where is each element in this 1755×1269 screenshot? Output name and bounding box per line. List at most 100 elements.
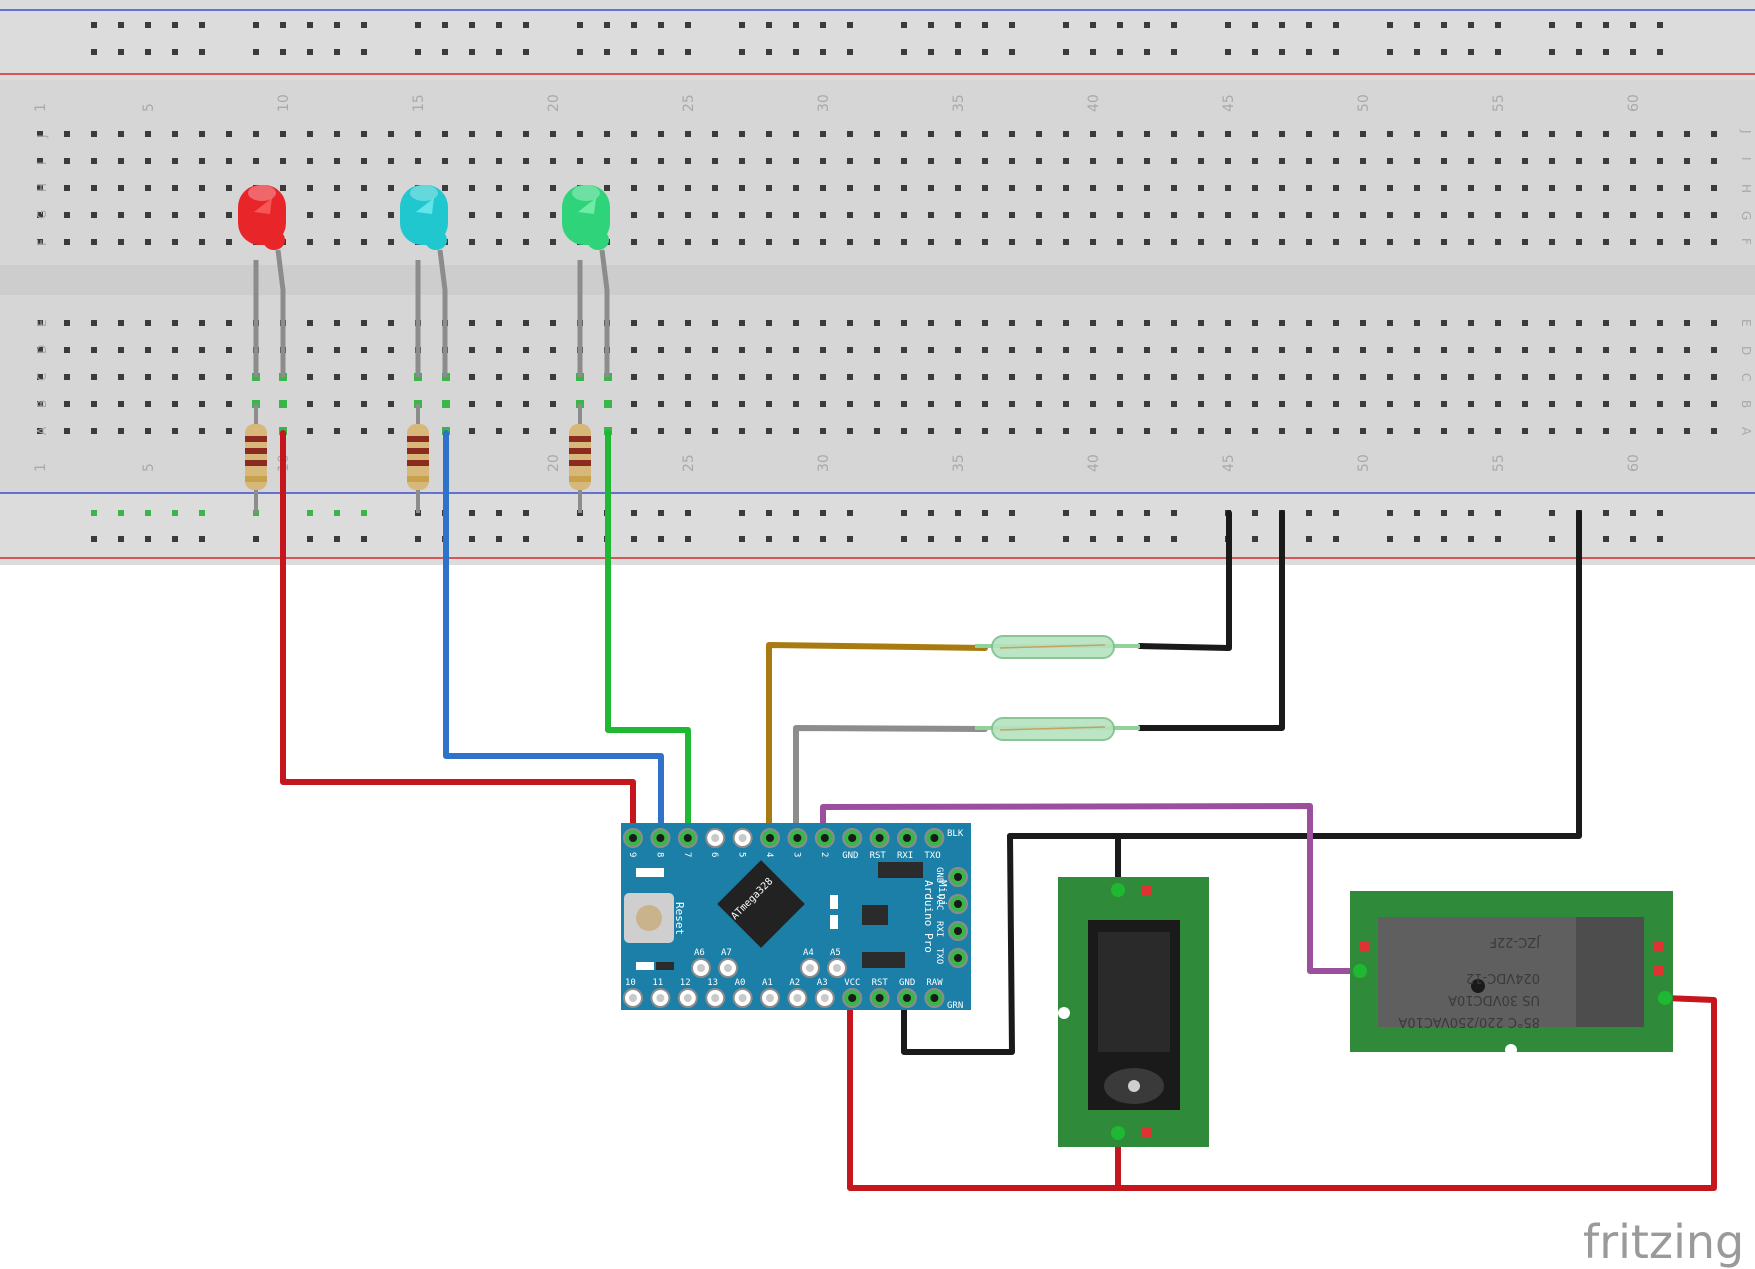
rail-hole <box>118 49 124 55</box>
arduino-bottom-pin-label: 11 <box>652 978 663 988</box>
column-label: 50 <box>1356 94 1372 112</box>
breadboard-hole <box>685 212 691 218</box>
row-letter: H <box>35 183 49 192</box>
breadboard-hole <box>1657 158 1663 164</box>
wire-green-led[interactable] <box>605 430 691 841</box>
wire-purple-relay[interactable] <box>820 803 1363 974</box>
arduino-top-pin-label: 6 <box>709 852 719 857</box>
relay-module[interactable]: 85°C 220/250VAC10A US 30VDC10A 024VDC-12… <box>1350 891 1673 1056</box>
reed-switch-2[interactable] <box>975 717 1140 741</box>
breadboard-hole <box>226 374 232 380</box>
breadboard-hole <box>1603 212 1609 218</box>
breadboard-hole <box>1414 212 1420 218</box>
wire-blue-led[interactable] <box>443 430 664 841</box>
breadboard-hole <box>307 428 313 434</box>
arduino-top-pin-label: 3 <box>791 852 801 857</box>
breadboard-hole <box>1090 158 1096 164</box>
reset-button-cap[interactable] <box>636 905 662 931</box>
rail-hole <box>739 22 745 28</box>
breadboard-hole <box>550 374 556 380</box>
rail-hole <box>1306 510 1312 516</box>
breadboard-hole <box>604 131 610 137</box>
breadboard-hole <box>226 131 232 137</box>
breadboard-hole <box>199 428 205 434</box>
led-green-resistor[interactable] <box>569 404 591 513</box>
rail-hole <box>847 510 853 516</box>
breadboard-hole <box>1279 158 1285 164</box>
rail-hole <box>766 510 772 516</box>
breadboard-hole <box>1603 320 1609 326</box>
breadboard-hole <box>145 239 151 245</box>
led-cyan-resistor[interactable] <box>407 404 429 513</box>
breadboard-hole <box>307 158 313 164</box>
led-cyan[interactable] <box>400 185 448 377</box>
breadboard-hole <box>928 239 934 245</box>
rail-hole <box>1252 22 1258 28</box>
dc-power-jack-module[interactable] <box>1058 877 1209 1147</box>
breadboard-hole <box>901 239 907 245</box>
breadboard-hole <box>766 401 772 407</box>
wire-gray-reed2[interactable] <box>793 725 988 841</box>
breadboard-hole <box>901 374 907 380</box>
wire-black-rail-relay[interactable] <box>1007 510 1582 839</box>
wire-brown-reed1[interactable] <box>766 642 988 841</box>
breadboard-hole <box>91 131 97 137</box>
breadboard-hole <box>1306 158 1312 164</box>
rail-hole <box>1225 22 1231 28</box>
breadboard-hole <box>793 131 799 137</box>
led-red[interactable] <box>238 185 286 377</box>
breadboard-hole <box>64 158 70 164</box>
breadboard-hole <box>442 131 448 137</box>
wire-black-gnd[interactable] <box>901 833 1123 1055</box>
rail-hole <box>1306 49 1312 55</box>
breadboard-hole <box>874 158 880 164</box>
breadboard-hole <box>118 185 124 191</box>
led-green[interactable] <box>562 185 610 377</box>
led-red-resistor[interactable] <box>245 404 267 513</box>
breadboard-hole <box>361 320 367 326</box>
breadboard-hole <box>1414 428 1420 434</box>
rail-hole <box>1549 510 1555 516</box>
rail-hole <box>1306 22 1312 28</box>
rail-hole <box>145 49 151 55</box>
wire-red-vcc[interactable] <box>847 995 1717 1191</box>
breadboard-hole <box>820 320 826 326</box>
breadboard-hole <box>1522 374 1528 380</box>
rail-hole <box>91 22 97 28</box>
breadboard-hole <box>1414 131 1420 137</box>
breadboard-hole <box>820 185 826 191</box>
breadboard-hole <box>1711 239 1717 245</box>
breadboard-hole <box>793 185 799 191</box>
rail-hole <box>1630 49 1636 55</box>
breadboard-hole <box>1495 428 1501 434</box>
breadboard-hole <box>928 131 934 137</box>
arduino-bottom-pin-label: VCC <box>844 978 860 988</box>
breadboard-hole <box>1549 212 1555 218</box>
breadboard-hole <box>874 131 880 137</box>
rail-hole <box>955 49 961 55</box>
rail-hole-active <box>334 510 340 516</box>
reed-switch-1[interactable] <box>975 635 1140 659</box>
rail-hole <box>1495 22 1501 28</box>
breadboard-hole <box>1009 347 1015 353</box>
breadboard-hole <box>145 131 151 137</box>
rail-hole-active <box>145 510 151 516</box>
wire-black-reed2[interactable] <box>1137 510 1285 731</box>
breadboard-hole <box>1549 347 1555 353</box>
breadboard-hole <box>172 347 178 353</box>
breadboard-hole <box>1387 428 1393 434</box>
wire-red-led[interactable] <box>280 430 636 841</box>
breadboard-hole <box>469 374 475 380</box>
breadboard-hole <box>199 185 205 191</box>
breadboard-hole <box>226 185 232 191</box>
breadboard-hole <box>226 158 232 164</box>
rail-hole <box>1441 510 1447 516</box>
breadboard-hole <box>1387 374 1393 380</box>
breadboard-hole <box>928 347 934 353</box>
smd-component <box>656 962 674 970</box>
wire-black-reed1[interactable] <box>1137 510 1232 651</box>
breadboard-hole <box>1414 185 1420 191</box>
breadboard-hole <box>1468 212 1474 218</box>
breadboard-hole <box>118 212 124 218</box>
